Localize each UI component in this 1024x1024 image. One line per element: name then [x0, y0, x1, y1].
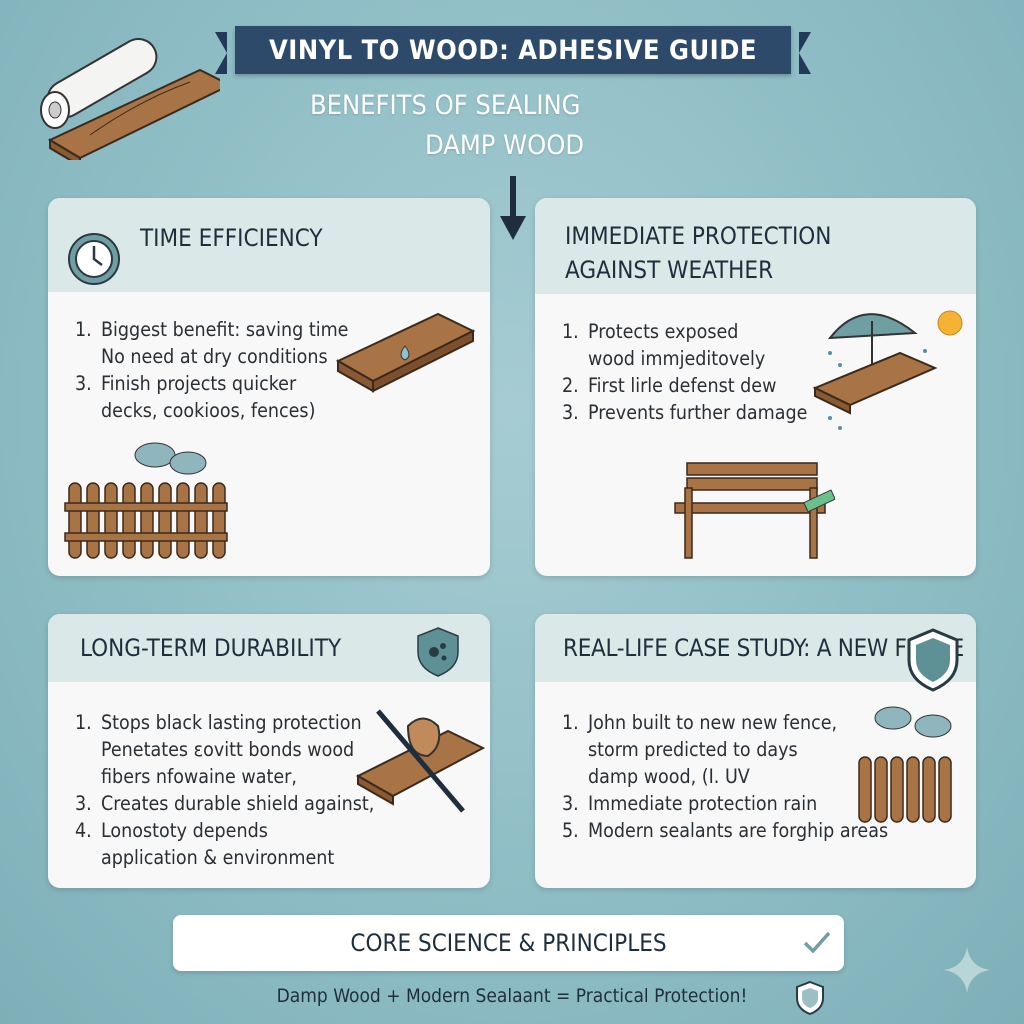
item-text: storm predicted to days [588, 738, 798, 761]
check-icon [803, 931, 831, 954]
fence-rain-illustration [64, 442, 228, 559]
item-text: Immediate protection rain [588, 792, 818, 815]
item-text: Stops black lasting protection [101, 711, 362, 734]
vinyl-roll-wood-illustration [40, 38, 220, 160]
card-title: REAL-LIFE CASE STUDY: A NEW FENCE [563, 634, 964, 662]
clock-icon [68, 233, 120, 285]
list-item: 4. Lonostoty depends [75, 817, 374, 844]
item-text: Prevents further damage [588, 401, 808, 424]
item-number: 3. [75, 792, 92, 815]
list-item: 3. Creates durable shield against, [75, 790, 374, 817]
list-item: 1. John built to new new fence, [562, 709, 888, 736]
sparkle-icon [944, 947, 990, 993]
item-text: No need at dry conditions [101, 345, 328, 368]
list-item: Penetates εovitt bonds wood [75, 736, 374, 763]
list-item: 1. Biggest benefit: saving time [75, 316, 348, 343]
title-banner: VINYL TO WOOD: ADHESIVE GUIDE [215, 26, 811, 74]
item-text: Biggest benefit: saving time [101, 318, 349, 341]
card-title-line2: AGAINST WEATHER [565, 256, 774, 284]
list-item: 5. Modern sealants are forghip areas [562, 817, 888, 844]
umbrella-sun-illustration [812, 310, 963, 430]
list-item: damp wood, (I. UV [562, 763, 888, 790]
item-number: 3. [75, 372, 92, 395]
list-item: 3. Immediate protection rain [562, 790, 888, 817]
item-text: Lonostoty depends [101, 819, 268, 842]
subtitle-line1: BENEFITS OF SEALING [310, 90, 581, 121]
item-number: 2. [562, 374, 579, 397]
list-item: No need at dry conditions [75, 343, 348, 370]
shield-icon [796, 980, 824, 1016]
list-item: 1. Protects exposed [562, 318, 807, 345]
wet-plank-illustration [335, 312, 476, 393]
item-text: damp wood, (I. UV [588, 765, 750, 788]
item-number: 1. [562, 711, 579, 734]
item-number: 1. [75, 711, 92, 734]
item-text: Creates durable shield against, [101, 792, 375, 815]
item-text: fibers nfowaine water, [101, 765, 297, 788]
card-title: TIME EFFICIENCY [140, 224, 323, 252]
item-text: Finish projects quicker [101, 372, 297, 395]
shield-icon [417, 627, 459, 677]
core-science-label: CORE SCIENCE & PRINCIPLES [350, 929, 667, 957]
shield-icon [907, 628, 959, 692]
item-number: 5. [562, 819, 579, 842]
item-text: John built to new new fence, [588, 711, 838, 734]
item-text: wood immjeditovely [588, 347, 766, 370]
list-item: storm predicted to days [562, 736, 888, 763]
card-title: LONG-TERM DURABILITY [80, 634, 342, 662]
arrow-down-icon [500, 176, 526, 240]
item-number: 4. [75, 819, 92, 842]
item-text: First lirle defenst dew [588, 374, 777, 397]
item-text: Penetates εovitt bonds wood [101, 738, 355, 761]
item-number: 1. [75, 318, 92, 341]
page-title: VINYL TO WOOD: ADHESIVE GUIDE [268, 34, 757, 66]
item-number: 1. [562, 320, 579, 343]
card-title-line1: IMMEDIATE PROTECTION [565, 222, 832, 250]
subtitle-line2: DAMP WOOD [425, 130, 585, 161]
card-case-study: REAL-LIFE CASE STUDY: A NEW FENCE 1. John… [535, 614, 976, 888]
card-time-efficiency: TIME EFFICIENCY 1. Biggest benefit: savin… [48, 198, 490, 576]
list-item: 2. First lirle defenst dew [562, 372, 807, 399]
list-item: 3. Prevents further damage [562, 399, 807, 426]
item-text: decks, cookioos, fences) [101, 399, 316, 422]
list-item: 3. Finish projects quicker [75, 370, 348, 397]
item-number: 3. [562, 792, 579, 815]
list-item: 1. Stops black lasting protection [75, 709, 374, 736]
item-number: 3. [562, 401, 579, 424]
fence-storm-illustration [858, 706, 952, 823]
core-science-bar: CORE SCIENCE & PRINCIPLES [173, 915, 844, 971]
footer-text: Damp Wood + Modern Sealaant = Practical … [276, 985, 748, 1007]
item-text: Protects exposed [588, 320, 739, 343]
bench-brush-illustration [674, 462, 835, 559]
list-item: decks, cookioos, fences) [75, 397, 348, 424]
list-item: application & environment [75, 844, 374, 871]
item-text: Modern sealants are forghip areas [588, 819, 889, 842]
card-long-term-durability: LONG-TERM DURABILITY 1. Stops black lasti… [48, 614, 490, 888]
list-item: fibers nfowaine water, [75, 763, 374, 790]
list-item: wood immjeditovely [562, 345, 807, 372]
no-damage-plank-illustration [355, 709, 486, 813]
item-text: application & environment [101, 846, 335, 869]
card-immediate-protection: IMMEDIATE PROTECTION AGAINST WEATHER 1. P… [535, 198, 976, 576]
